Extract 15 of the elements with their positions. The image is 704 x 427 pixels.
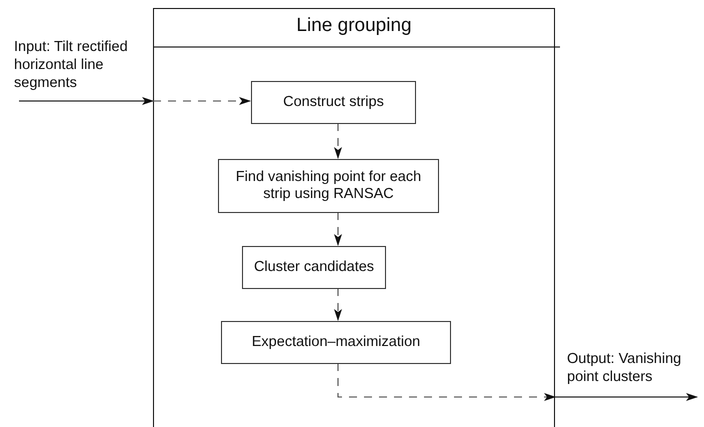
arrow bbox=[334, 123, 342, 159]
arrow bbox=[334, 212, 342, 246]
arrow bbox=[19, 97, 154, 105]
process-box: Find vanishing point for each strip using RANSAC bbox=[218, 159, 439, 213]
arrow bbox=[337, 363, 556, 401]
arrow bbox=[334, 288, 342, 321]
frame-heading: Line grouping bbox=[295, 15, 413, 37]
process-box: Expectation–maximization bbox=[221, 321, 451, 364]
arrow bbox=[555, 393, 698, 401]
process-box: Cluster candidates bbox=[242, 246, 386, 289]
io-label: Input: Tilt rectified horizontal line segments bbox=[14, 38, 164, 96]
group-frame bbox=[153, 8, 555, 427]
process-box: Construct strips bbox=[251, 81, 416, 124]
io-label: Output: Vanishing point clusters bbox=[567, 350, 697, 394]
arrow bbox=[153, 97, 251, 105]
